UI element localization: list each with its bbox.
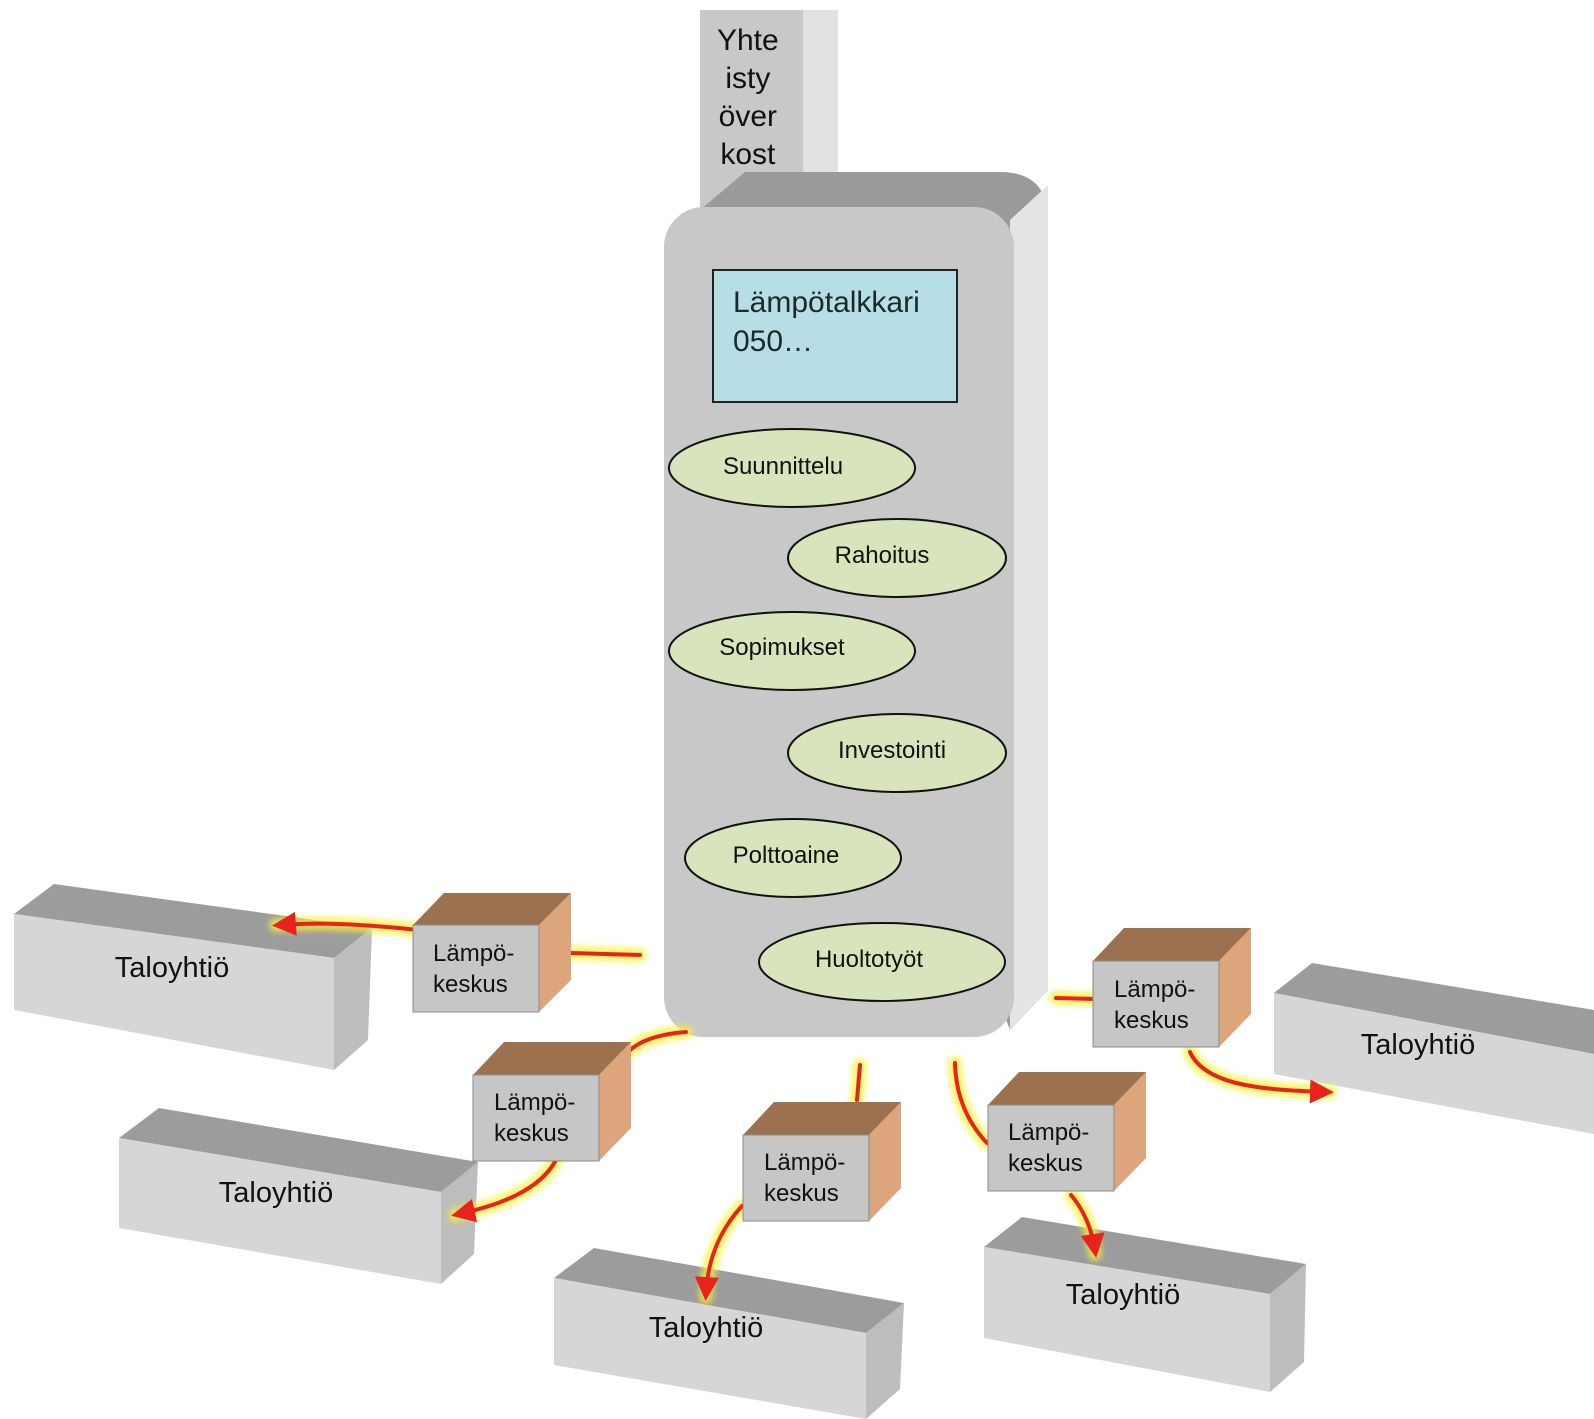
button-rahoitus[interactable]: Rahoitus — [787, 518, 1007, 598]
antenna-line-3: över — [719, 100, 777, 133]
heat-center-2-line-2: keskus — [494, 1120, 569, 1147]
antenna-line-2: isty — [725, 62, 770, 95]
heat-center-5-line-1: Lämpö- — [1114, 976, 1195, 1003]
button-rahoitus-label: Rahoitus — [835, 542, 930, 569]
button-investointi[interactable]: Investointi — [787, 713, 1007, 793]
button-suunnittelu-label: Suunnittelu — [723, 453, 843, 480]
heat-center-3: Lämpö- keskus — [742, 1102, 901, 1222]
button-polttoaine-label: Polttoaine — [733, 842, 840, 869]
svg-text:Lämpö- keskus: Lämpö- keskus — [1008, 1119, 1096, 1177]
screen-line-1: Lämpötalkkari — [733, 286, 920, 319]
heat-center-4-line-2: keskus — [1008, 1150, 1083, 1177]
svg-text:Lämpö- keskus: Lämpö- keskus — [494, 1089, 582, 1147]
heat-center-1: Lämpö- keskus — [412, 893, 571, 1013]
heat-center-1-line-2: keskus — [433, 971, 508, 998]
phone: Yhte isty över kost o Lämpötalkkari 050…… — [664, 10, 1048, 1037]
svg-text:Lämpö- keskus: Lämpö- keskus — [433, 940, 521, 998]
heat-center-4-line-1: Lämpö- — [1008, 1119, 1089, 1146]
antenna-line-4: kost — [720, 138, 776, 171]
button-sopimukset[interactable]: Sopimukset — [668, 611, 916, 691]
building-4: Taloyhtiö — [984, 1217, 1306, 1392]
heat-center-5-line-2: keskus — [1114, 1007, 1189, 1034]
button-investointi-label: Investointi — [838, 737, 946, 764]
heat-center-2-line-1: Lämpö- — [494, 1089, 575, 1116]
svg-text:Lämpö- keskus: Lämpö- keskus — [1114, 976, 1202, 1034]
heat-center-3-line-2: keskus — [764, 1180, 839, 1207]
button-polttoaine[interactable]: Polttoaine — [684, 818, 902, 898]
building-3-label: Taloyhtiö — [649, 1312, 763, 1344]
screen-line-2: 050… — [733, 325, 813, 358]
building-1-label: Taloyhtiö — [115, 952, 229, 984]
building-5-label: Taloyhtiö — [1361, 1029, 1475, 1061]
antenna-line-1: Yhte — [717, 24, 779, 57]
flow-arrows — [269, 911, 1337, 1304]
building-1: Taloyhtiö — [14, 884, 372, 1070]
svg-text:Lämpötalkkari 050…: Lämpötalkkari 050… — [733, 286, 928, 358]
building-4-label: Taloyhtiö — [1066, 1279, 1180, 1311]
heat-center-5: Lämpö- keskus — [1092, 928, 1251, 1048]
svg-text:Yhte isty över: Yhte isty över kost o — [717, 24, 787, 209]
heat-center-3-line-1: Lämpö- — [764, 1149, 845, 1176]
heat-center-1-line-1: Lämpö- — [433, 940, 514, 967]
button-huoltotyot-label: Huoltotyöt — [815, 946, 923, 973]
heat-center-4: Lämpö- keskus — [987, 1072, 1146, 1192]
building-2-label: Taloyhtiö — [219, 1177, 333, 1209]
building-2: Taloyhtiö — [119, 1108, 478, 1284]
button-suunnittelu[interactable]: Suunnittelu — [668, 428, 916, 508]
building-3: Taloyhtiö — [554, 1248, 904, 1419]
button-huoltotyot[interactable]: Huoltotyöt — [758, 922, 1006, 1002]
heat-center-2: Lämpö- keskus — [472, 1042, 631, 1162]
building-5: Taloyhtiö — [1274, 963, 1594, 1134]
svg-text:Lämpö- keskus: Lämpö- keskus — [764, 1149, 852, 1207]
phone-screen — [712, 269, 958, 403]
button-sopimukset-label: Sopimukset — [719, 634, 845, 661]
